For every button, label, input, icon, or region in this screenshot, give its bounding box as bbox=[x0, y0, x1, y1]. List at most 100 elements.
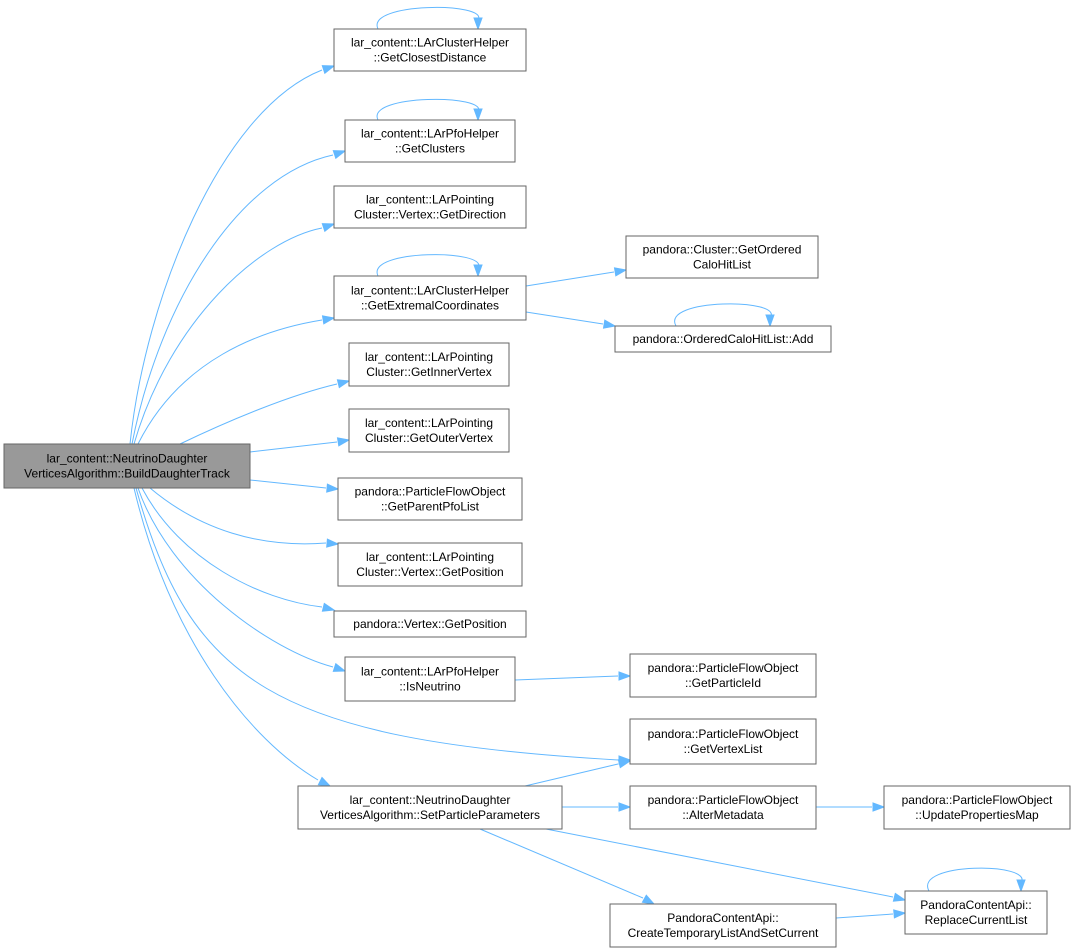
node-label-line: Cluster::Vertex::GetDirection bbox=[354, 208, 506, 222]
node-box bbox=[333, 185, 527, 229]
arrowhead-icon bbox=[317, 776, 332, 787]
node-label-line: CreateTemporaryListAndSetCurrent bbox=[628, 926, 819, 940]
node-label-line: lar_content::LArPointing bbox=[366, 193, 494, 207]
function-node-n12[interactable]: lar_content::LArPfoHelper::IsNeutrino bbox=[344, 656, 516, 702]
node-box bbox=[629, 718, 817, 765]
node-box bbox=[625, 235, 819, 279]
root-function-node[interactable]: lar_content::NeutrinoDaughterVerticesAlg… bbox=[3, 443, 251, 489]
node-label-line: Cluster::Vertex::GetPosition bbox=[356, 565, 503, 579]
node-label-line: VerticesAlgorithm::SetParticleParameters bbox=[320, 808, 540, 822]
node-box bbox=[333, 275, 527, 321]
arrowhead-icon bbox=[321, 315, 336, 325]
arrowhead-icon bbox=[473, 108, 483, 122]
arrowhead-icon bbox=[473, 17, 483, 31]
node-label-line: pandora::ParticleFlowObject bbox=[648, 793, 799, 807]
edge-root-to-n2 bbox=[131, 150, 347, 445]
function-node-n7[interactable]: lar_content::LArPointingCluster::GetInne… bbox=[348, 342, 510, 387]
edge-line bbox=[514, 675, 619, 681]
edge-n4-to-n5 bbox=[525, 267, 628, 287]
edge-line bbox=[131, 154, 334, 445]
function-node-n2[interactable]: lar_content::LArPfoHelper::GetClusters bbox=[344, 119, 516, 163]
edge-root-to-n4 bbox=[137, 315, 336, 445]
function-node-n9[interactable]: pandora::ParticleFlowObject::GetParentPf… bbox=[337, 477, 523, 521]
function-node-n6[interactable]: pandora::OrderedCaloHitList::Add bbox=[614, 325, 832, 353]
edge-root-to-n10 bbox=[149, 487, 340, 548]
edge-n6-to-n6 bbox=[674, 303, 775, 328]
node-label-line: ::GetClosestDistance bbox=[374, 51, 487, 65]
node-label-line: lar_content::LArPointing bbox=[366, 550, 494, 564]
node-box bbox=[297, 785, 563, 830]
edge-line bbox=[135, 487, 619, 761]
node-label-line: ::GetClusters bbox=[395, 142, 465, 156]
node-label-line: ::UpdatePropertiesMap bbox=[915, 808, 1039, 822]
edge-n19-to-n18 bbox=[835, 909, 907, 919]
edge-line bbox=[133, 487, 319, 781]
arrowhead-icon bbox=[872, 802, 886, 812]
function-node-n19[interactable]: PandoraContentApi::CreateTemporaryListAn… bbox=[609, 903, 837, 948]
node-label-line: lar_content::LArPfoHelper bbox=[361, 665, 499, 679]
node-box bbox=[333, 28, 527, 72]
function-node-n17[interactable]: pandora::ParticleFlowObject::UpdatePrope… bbox=[883, 785, 1071, 830]
edge-line bbox=[674, 303, 772, 327]
edge-root-to-n1 bbox=[129, 65, 336, 445]
node-box bbox=[344, 119, 516, 163]
node-label-line: ::GetVertexList bbox=[684, 742, 763, 756]
edge-n15-to-n14 bbox=[524, 759, 632, 787]
function-node-n16[interactable]: pandora::ParticleFlowObject::AlterMetada… bbox=[629, 785, 817, 830]
arrowhead-icon bbox=[617, 759, 632, 769]
node-label-line: lar_content::NeutrinoDaughter bbox=[47, 452, 208, 466]
arrowhead-icon bbox=[892, 892, 907, 902]
arrowhead-icon bbox=[641, 894, 656, 905]
node-box bbox=[904, 890, 1048, 935]
function-node-n3[interactable]: lar_content::LArPointingCluster::Vertex:… bbox=[333, 185, 527, 229]
node-box bbox=[337, 477, 523, 521]
node-box bbox=[629, 653, 817, 698]
node-label-line: Cluster::GetOuterVertex bbox=[365, 431, 493, 445]
edge-line bbox=[525, 271, 615, 287]
edge-n4-to-n4 bbox=[376, 254, 483, 278]
edge-root-to-n7 bbox=[179, 379, 351, 445]
edge-n4-to-n6 bbox=[525, 311, 617, 329]
edge-line bbox=[835, 913, 894, 919]
arrowhead-icon bbox=[336, 437, 351, 447]
edge-root-to-n8 bbox=[249, 437, 351, 453]
node-label-line: CaloHitList bbox=[693, 258, 752, 272]
arrowhead-icon bbox=[336, 379, 351, 389]
node-label-line: ::GetExtremalCoordinates bbox=[361, 299, 499, 313]
call-nodes: lar_content::NeutrinoDaughterVerticesAlg… bbox=[3, 28, 1071, 948]
edge-line bbox=[141, 487, 323, 608]
edge-line bbox=[927, 867, 1023, 892]
arrowhead-icon bbox=[618, 671, 632, 681]
arrowhead-icon bbox=[602, 319, 617, 329]
edge-line bbox=[133, 227, 323, 445]
function-node-n4[interactable]: lar_content::LArClusterHelper::GetExtrem… bbox=[333, 275, 527, 321]
function-node-n15[interactable]: lar_content::NeutrinoDaughterVerticesAlg… bbox=[297, 785, 563, 830]
function-node-n8[interactable]: lar_content::LArPointingCluster::GetOute… bbox=[348, 408, 510, 453]
node-label-line: lar_content::LArPfoHelper bbox=[361, 127, 499, 141]
arrowhead-icon bbox=[332, 662, 347, 672]
function-node-n10[interactable]: lar_content::LArPointingCluster::Vertex:… bbox=[337, 542, 523, 587]
edge-line bbox=[249, 441, 338, 453]
arrowhead-icon bbox=[321, 65, 336, 75]
function-node-n11[interactable]: pandora::Vertex::GetPosition bbox=[333, 610, 527, 638]
function-node-n13[interactable]: pandora::ParticleFlowObject::GetParticle… bbox=[629, 653, 817, 698]
node-label-line: pandora::ParticleFlowObject bbox=[355, 485, 506, 499]
function-node-n14[interactable]: pandora::ParticleFlowObject::GetVertexLi… bbox=[629, 718, 817, 765]
node-label-line: ReplaceCurrentList bbox=[925, 913, 1028, 927]
node-label-line: pandora::Vertex::GetPosition bbox=[353, 617, 506, 631]
edge-root-to-n12 bbox=[137, 487, 347, 672]
arrowhead-icon bbox=[765, 314, 775, 328]
node-label-line: pandora::ParticleFlowObject bbox=[648, 727, 799, 741]
edge-line bbox=[524, 763, 619, 787]
node-label-line: lar_content::LArClusterHelper bbox=[351, 284, 509, 298]
edge-n2-to-n2 bbox=[376, 98, 483, 122]
edge-line bbox=[376, 98, 480, 121]
node-label-line: PandoraContentApi:: bbox=[667, 911, 778, 925]
function-node-n18[interactable]: PandoraContentApi::ReplaceCurrentList bbox=[904, 890, 1048, 935]
arrowhead-icon bbox=[1016, 879, 1026, 893]
edge-root-to-n9 bbox=[249, 479, 340, 493]
function-node-n1[interactable]: lar_content::LArClusterHelper::GetCloses… bbox=[333, 28, 527, 72]
node-label-line: lar_content::LArClusterHelper bbox=[351, 36, 509, 50]
